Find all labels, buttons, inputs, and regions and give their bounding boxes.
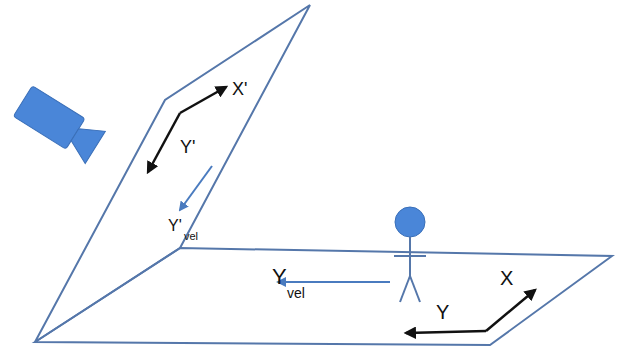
y-velocity-arrow [278,281,390,283]
image-plane [35,5,310,342]
velocity-subscript: vel [184,231,198,242]
x-axis [486,290,535,331]
ground-plane [35,248,612,345]
velocity-label: Y' [168,218,182,234]
velocity-label: Y [272,266,287,288]
y-prime-velocity-arrow [180,166,212,210]
person-figure [394,207,426,302]
y-axis [406,331,486,333]
axis-label: X [500,268,513,288]
x-prime-axis [180,87,226,113]
y-prime-axis [148,113,180,172]
velocity-subscript: vel [287,286,305,300]
camera-icon [12,86,105,164]
axis-label: X' [232,80,247,98]
axis-label: Y [436,302,449,322]
axis-label: Y' [180,138,195,156]
